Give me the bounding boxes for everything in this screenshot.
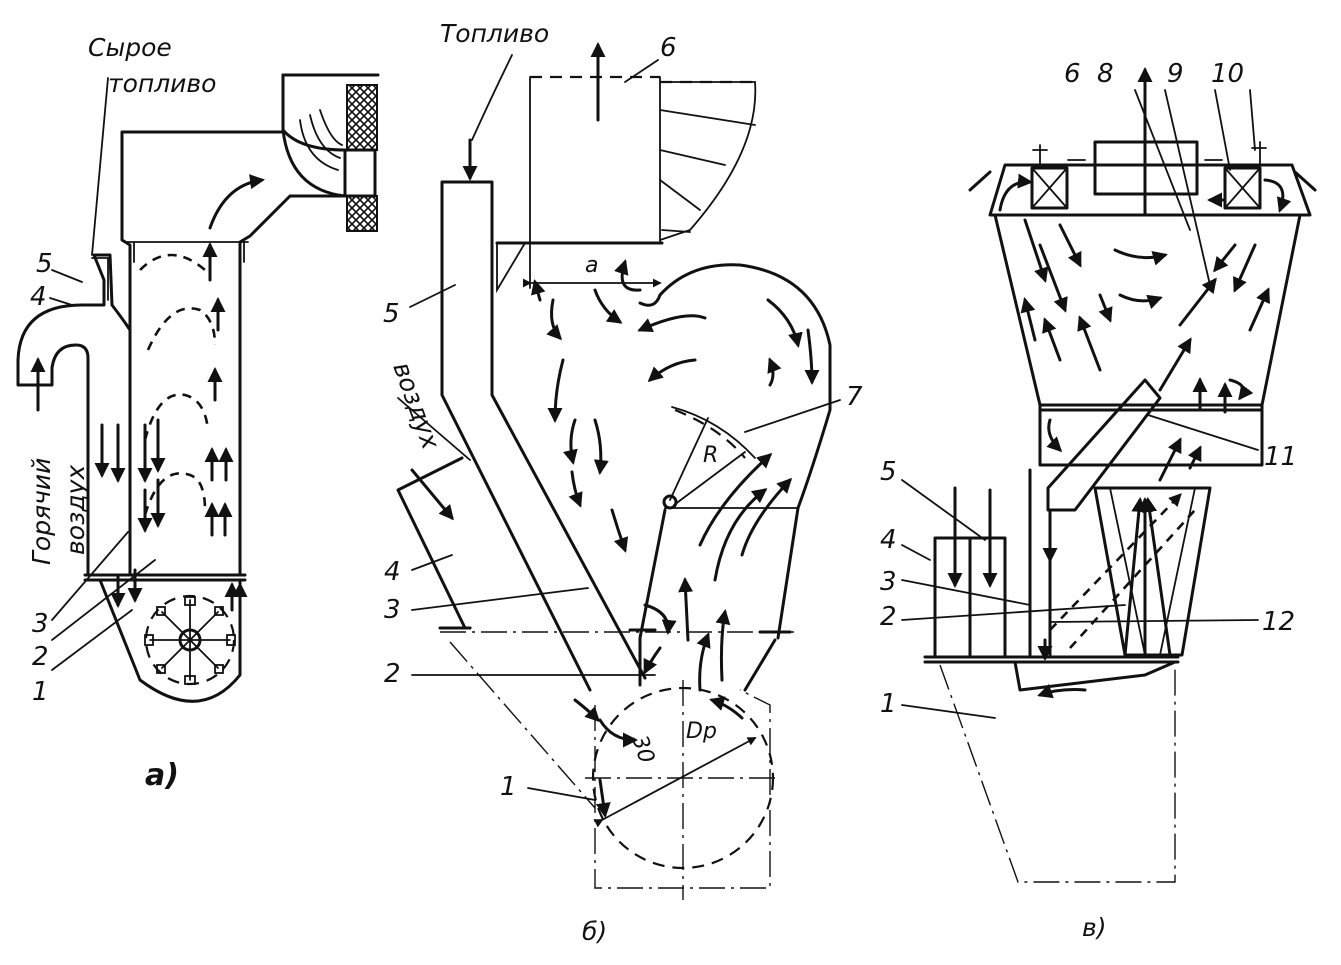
b-chamber-right [658,263,832,640]
b-chamber-left [638,293,667,640]
figure-a: Сырое топливо Горячий воздух 5 4 3 2 1 а… [16,33,380,793]
c-handwheels [1032,141,1267,166]
b-dim-a: a [585,253,598,278]
a-wall-hatch-bottom [346,195,378,232]
b-air-label: воздух [387,358,445,453]
a-rotor-spokes [149,599,231,681]
a-flow-arrows [30,174,265,612]
b-separator-bracket [496,242,527,294]
figure-b: Топливо воздух a R 30 Dр 6 5 7 4 3 2 1 б… [383,19,863,946]
a-callout-1: 1 [32,677,49,707]
c-callout-9: 9 [1167,59,1184,89]
c-diagonal-chute [1046,378,1162,512]
b-callout-5: 5 [383,299,400,329]
c-base [923,655,1180,664]
c-callout-3: 3 [880,567,897,597]
b-callout-2: 2 [384,659,401,689]
b-mill-housing [449,641,771,889]
b-dim-dp: Dр [686,719,717,744]
b-callout-7: 7 [846,382,863,412]
a-raw-fuel-label-1: Сырое [88,33,172,62]
a-hot-air-label-2: воздух [61,465,90,555]
a-callout-5: 5 [36,249,53,279]
a-callout-4: 4 [30,282,47,312]
a-elbow [281,73,347,198]
b-air-label-line [397,397,471,461]
b-fuel-chute [440,180,647,692]
a-wall-hatch-top [346,84,378,151]
c-leader-lines [901,89,1259,719]
c-cone-inner [1109,487,1196,656]
a-hot-air-label-1: Горячий [27,458,56,565]
c-lower-ducts [933,468,1052,657]
b-callout-6: 6 [660,33,677,63]
a-outlet-flange [343,148,377,198]
c-funnel [993,213,1302,407]
a-fuel-chute [91,257,109,301]
figure-c: 6 8 9 10 5 4 3 2 1 11 12 в) [880,59,1317,942]
c-mill-body [939,664,1176,883]
a-leader-lines [49,77,156,671]
a-base-plate [83,573,247,582]
c-roof [968,163,1317,217]
a-callout-2: 2 [32,642,49,672]
b-dp-dimension [593,737,757,828]
c-caption: в) [1082,913,1107,942]
b-dim-r: R [703,443,718,468]
b-air-duct [396,456,472,630]
c-damper-right [1223,166,1262,210]
a-mill-housing [98,578,242,703]
b-fuel-label: Топливо [440,19,549,48]
b-hood [659,81,757,241]
a-elbow-inner-arcs [299,109,343,171]
c-callout-12: 12 [1262,607,1295,637]
c-callout-2: 2 [880,602,897,632]
b-flap-arc [674,408,746,459]
c-callout-8: 8 [1097,59,1114,89]
b-separator-box [529,76,661,244]
a-shaft-right-wall [238,194,347,577]
c-callout-5: 5 [880,457,897,487]
b-caption: б) [582,917,607,946]
b-callout-4: 4 [384,557,401,587]
b-neck [638,636,777,692]
c-callout-11: 11 [1264,442,1297,472]
c-callout-4: 4 [880,525,897,555]
c-lower-housing [1013,660,1177,692]
a-callout-3: 3 [32,609,49,639]
a-caption: а) [145,758,179,793]
c-flow-arrows [947,67,1292,699]
c-callout-1: 1 [880,689,897,719]
b-callout-3: 3 [384,595,401,625]
c-callout-10: 10 [1211,59,1244,89]
b-flow-arrows [410,42,820,818]
b-callout-1: 1 [500,772,517,802]
c-middle-band [1038,403,1264,467]
a-rotor-beaters [144,596,236,685]
c-callout-6: 6 [1064,59,1081,89]
a-hot-air-duct [16,253,132,577]
b-flap [669,406,756,506]
b-flap-pivot [662,494,678,510]
b-dim-30: 30 [626,732,658,766]
a-raw-fuel-label-2: топливо [108,69,216,98]
a-shaft-flange [125,241,249,263]
b-leader-lines [409,59,841,801]
